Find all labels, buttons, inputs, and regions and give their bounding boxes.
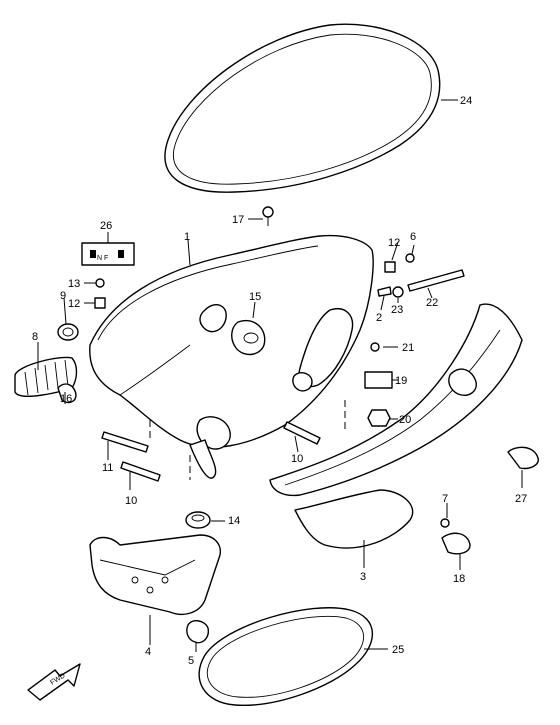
callout-22: 22: [426, 297, 438, 309]
screw-7: [440, 518, 450, 528]
latch-27: [507, 446, 539, 470]
callout-8: 8: [32, 331, 38, 343]
nut-20: [367, 409, 391, 427]
top-seal-ring: [164, 23, 441, 193]
washer-23: [392, 286, 404, 298]
callout-12-left: 12: [68, 298, 80, 310]
callout-1: 1: [184, 231, 190, 243]
nut-12-left: [94, 297, 106, 309]
bolt-10-left: [120, 461, 161, 482]
callout-19: 19: [395, 375, 407, 387]
grommet-14: [185, 511, 211, 529]
plug-5: [186, 620, 210, 644]
callout-11: 11: [102, 462, 113, 474]
callout-10-left: 10: [125, 495, 137, 507]
fwd-arrow: FWD: [27, 663, 81, 701]
callout-16: 16: [60, 393, 72, 405]
callout-14: 14: [228, 515, 240, 527]
callout-4: 4: [145, 646, 151, 658]
callout-13: 13: [68, 278, 80, 290]
callout-18: 18: [453, 573, 465, 585]
callout-17: 17: [232, 214, 244, 226]
callout-7: 7: [442, 493, 448, 505]
lower-bracket: [89, 534, 222, 616]
callout-12-right: 12: [388, 237, 400, 249]
label-plate-text: N F: [97, 255, 108, 262]
callout-6: 6: [410, 231, 416, 243]
lower-cowling: [269, 303, 523, 549]
main-cowling: [89, 234, 374, 480]
callout-15: 15: [249, 291, 261, 303]
bolt-10-right: [283, 421, 321, 445]
screw-21: [370, 342, 380, 352]
clip-part: [57, 383, 77, 404]
callout-25: 25: [392, 644, 404, 656]
bolt-11: [101, 431, 149, 453]
leader-lines: [37, 99, 523, 652]
label-plate: N F: [81, 242, 135, 266]
rod-part: [407, 269, 465, 292]
screw-13: [95, 278, 105, 288]
callout-9: 9: [60, 290, 66, 302]
callout-21: 21: [402, 342, 414, 354]
callout-2: 2: [376, 312, 382, 324]
ring-part: [57, 323, 79, 341]
screw-2: [377, 286, 392, 297]
latch-18: [441, 532, 471, 555]
callout-24: 24: [460, 95, 472, 107]
nut-12-right: [384, 261, 396, 273]
callout-27: 27: [515, 493, 527, 505]
screw-17: [262, 206, 274, 226]
callout-23: 23: [391, 304, 403, 316]
screw-6: [405, 253, 415, 263]
callout-26: 26: [100, 220, 112, 232]
bottom-seal-ring: [198, 607, 374, 706]
callout-20: 20: [399, 414, 411, 426]
bracket-19: [364, 371, 393, 389]
callout-10-right: 10: [291, 453, 303, 465]
callout-5: 5: [188, 655, 194, 667]
callouts: 24 1 26 17 12 6 13 12 9 15 22 2 23 21 8 …: [32, 95, 527, 667]
callout-3: 3: [360, 571, 366, 583]
